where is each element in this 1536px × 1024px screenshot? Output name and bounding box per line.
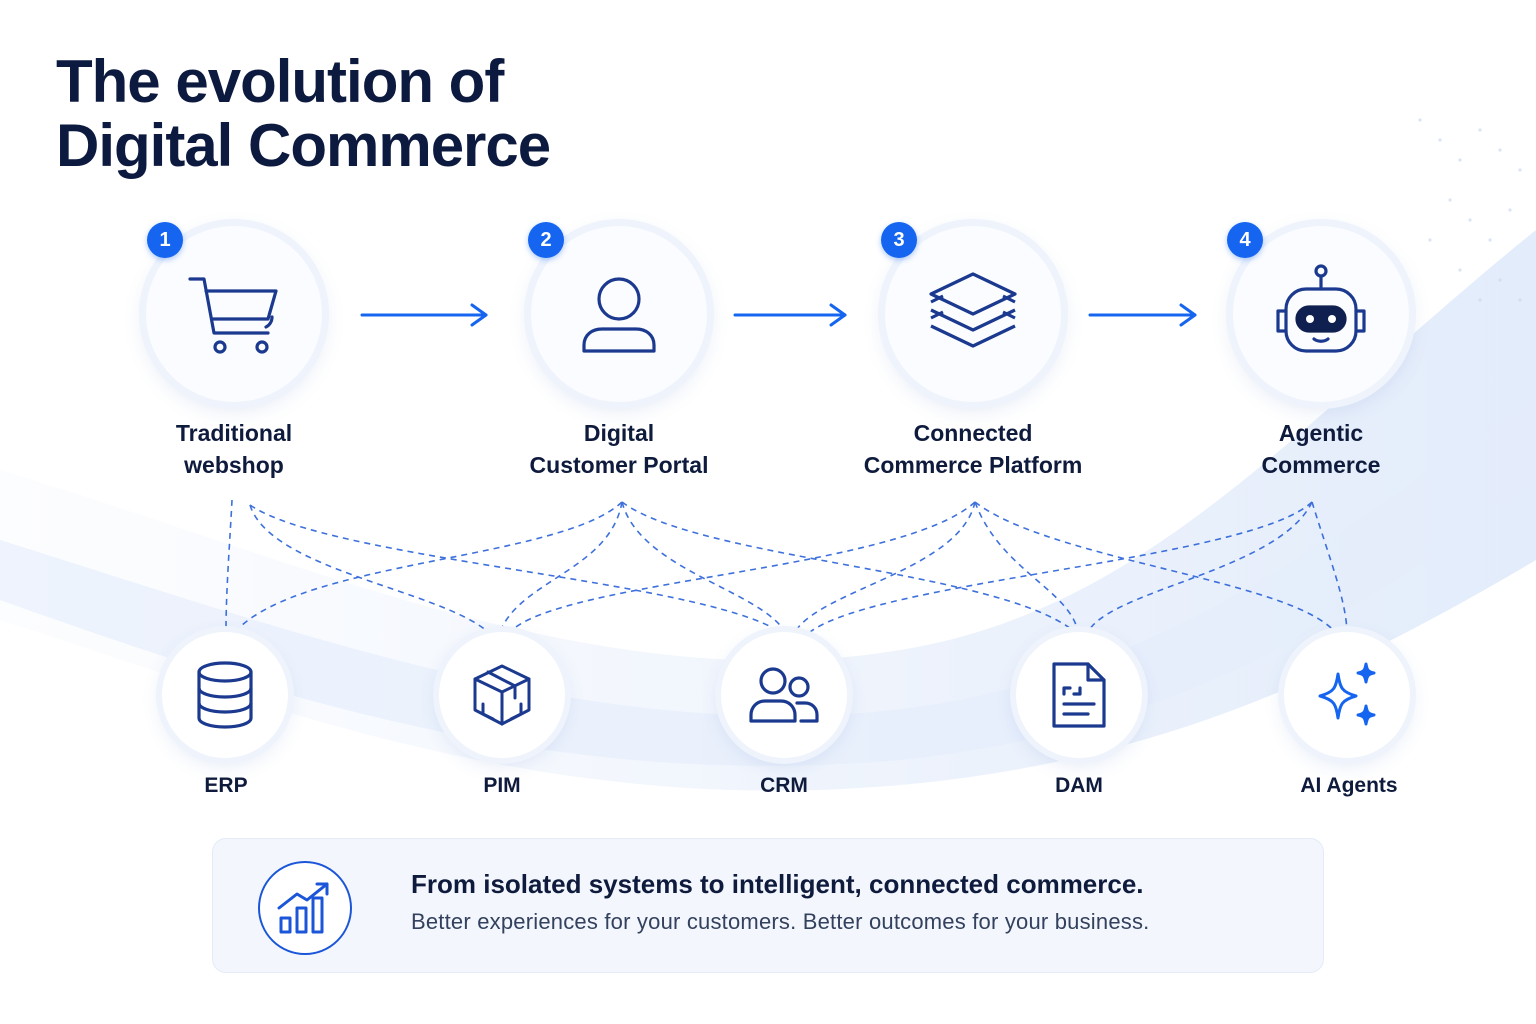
title-line-2: Digital Commerce bbox=[56, 112, 551, 179]
database-icon bbox=[197, 661, 253, 729]
system-dam bbox=[1016, 632, 1142, 758]
link-agentic-ai bbox=[1311, 501, 1348, 633]
arrow-1-2 bbox=[360, 303, 488, 327]
stage-badge-4: 4 bbox=[1227, 222, 1263, 258]
stage-label-traditional-webshop: Traditional webshop bbox=[175, 420, 293, 478]
page-title: The evolution of Digital Commerce bbox=[56, 48, 551, 179]
stage-connected-commerce-platform bbox=[885, 226, 1061, 402]
stage-label-connected-commerce-platform: Connected Commerce Platform bbox=[863, 420, 1083, 478]
link-portal-erp bbox=[234, 501, 623, 633]
stage-agentic-commerce bbox=[1233, 226, 1409, 402]
stage-digital-customer-portal bbox=[531, 226, 707, 402]
system-label-ai-agents: AI Agents bbox=[1300, 774, 1398, 797]
system-label-dam: DAM bbox=[1055, 774, 1103, 797]
footer-banner: From isolated systems to intelligent, co… bbox=[212, 838, 1324, 973]
link-platform-pim bbox=[509, 501, 976, 633]
link-portal-dam bbox=[621, 501, 1076, 633]
stage-badge-1: 1 bbox=[147, 222, 183, 258]
link-agentic-crm bbox=[809, 501, 1313, 633]
package-icon bbox=[473, 664, 531, 726]
growth-chart-icon bbox=[258, 861, 352, 955]
system-label-pim: PIM bbox=[483, 774, 521, 797]
document-icon bbox=[1052, 662, 1106, 728]
link-platform-crm bbox=[794, 501, 976, 633]
users-icon bbox=[749, 667, 819, 723]
stage-badge-3: 3 bbox=[881, 222, 917, 258]
link-platform-dam bbox=[974, 501, 1079, 633]
title-line-1: The evolution of bbox=[56, 48, 504, 115]
stage-traditional-webshop bbox=[146, 226, 322, 402]
stage-badge-2: 2 bbox=[528, 222, 564, 258]
link-platform-ai bbox=[974, 501, 1336, 633]
stage-label-digital-customer-portal: Digital Customer Portal bbox=[529, 420, 709, 478]
shopping-cart-icon bbox=[188, 277, 278, 354]
link-webshop-erp bbox=[225, 499, 233, 631]
system-ai-agents bbox=[1284, 632, 1410, 758]
link-portal-pim bbox=[499, 501, 623, 633]
user-icon bbox=[582, 277, 656, 353]
system-label-crm: CRM bbox=[760, 774, 808, 797]
system-erp bbox=[162, 632, 288, 758]
system-pim bbox=[439, 632, 565, 758]
robot-icon bbox=[1276, 264, 1366, 353]
arrow-3-4 bbox=[1088, 303, 1197, 327]
stage-label-agentic-commerce: Agentic Commerce bbox=[1261, 420, 1381, 478]
layers-icon bbox=[929, 272, 1017, 348]
system-crm bbox=[721, 632, 847, 758]
footer-headline: From isolated systems to intelligent, co… bbox=[411, 869, 1144, 899]
arrow-2-3 bbox=[733, 303, 847, 327]
footer-subline: Better experiences for your customers. B… bbox=[411, 909, 1150, 934]
link-portal-crm bbox=[621, 501, 786, 633]
sparkles-icon bbox=[1318, 662, 1376, 726]
system-label-erp: ERP bbox=[204, 774, 248, 797]
